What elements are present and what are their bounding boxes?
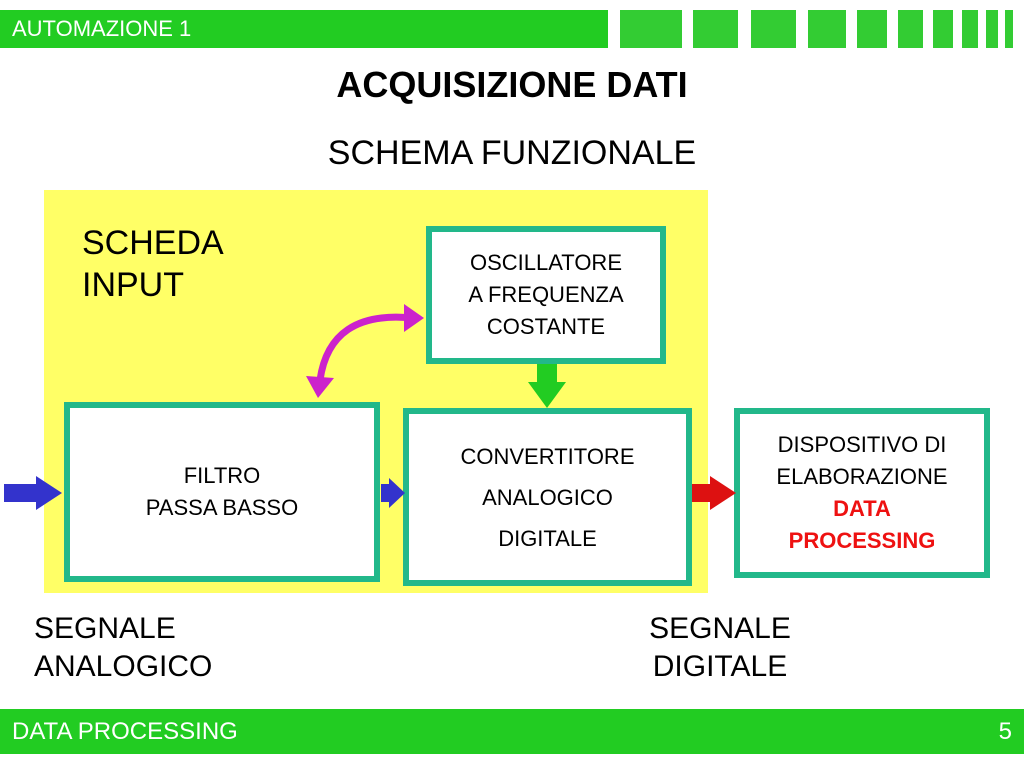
oscillator-block: OSCILLATORE A FREQUENZA COSTANTE (426, 226, 666, 364)
filter-oscillator-link-arrow (306, 304, 424, 398)
course-title: AUTOMAZIONE 1 (12, 16, 192, 41)
footer-title: DATA PROCESSING (12, 718, 238, 745)
header-decor-square (620, 10, 682, 48)
processor-highlight-line: DATA (833, 496, 891, 521)
header-decor-square (857, 10, 887, 48)
adc-converter-block: CONVERTITORE ANALOGICO DIGITALE (403, 408, 692, 586)
digital-signal-line: SEGNALE (649, 612, 791, 645)
digital-signal-line: DIGITALE (652, 650, 788, 683)
converter-to-processor-arrow (692, 476, 736, 510)
oscillator-line: OSCILLATORE (469, 250, 622, 275)
filter-line: FILTRO (183, 463, 261, 488)
processor-highlight-line: PROCESSING (788, 528, 936, 553)
input-board-label: SCHEDA INPUT (82, 222, 224, 306)
header-decor-square (898, 10, 923, 48)
slide-subtitle: SCHEMA FUNZIONALE (327, 134, 697, 172)
filter-line: PASSA BASSO (145, 495, 299, 520)
lowpass-filter-block: FILTRO PASSA BASSO (64, 402, 380, 582)
header-decor-square (693, 10, 738, 48)
header-decor-square (986, 10, 998, 48)
processor-line: ELABORAZIONE (776, 464, 948, 489)
converter-line: ANALOGICO (482, 484, 613, 510)
oscillator-to-converter-arrow (528, 364, 566, 408)
digital-signal-label: SEGNALE DIGITALE (640, 610, 800, 686)
analog-signal-label: SEGNALE ANALOGICO (34, 610, 212, 686)
analog-signal-line: SEGNALE (34, 612, 176, 645)
page-number: 5 (998, 718, 1012, 745)
filter-to-converter-arrow (381, 478, 405, 508)
header-decor-square (1005, 10, 1013, 48)
input-arrow (4, 476, 62, 510)
footer-bar (0, 709, 1024, 754)
converter-line: CONVERTITORE (460, 443, 635, 469)
header-decor-square (962, 10, 978, 48)
header-decor-square (933, 10, 953, 48)
slide-title: ACQUISIZIONE DATI (336, 64, 688, 105)
input-board-label-line: SCHEDA (82, 224, 224, 262)
header-decor-square (808, 10, 846, 48)
header-bar (0, 10, 608, 48)
header-decor-square (751, 10, 796, 48)
processor-line: DISPOSITIVO DI (777, 432, 947, 457)
converter-line: DIGITALE (498, 525, 597, 551)
oscillator-line: A FREQUENZA (468, 282, 624, 307)
analog-signal-line: ANALOGICO (34, 650, 213, 683)
processing-device-block: DISPOSITIVO DI ELABORAZIONE DATA PROCESS… (734, 408, 990, 578)
oscillator-line: COSTANTE (486, 314, 606, 339)
input-board-label-line: INPUT (82, 266, 184, 304)
